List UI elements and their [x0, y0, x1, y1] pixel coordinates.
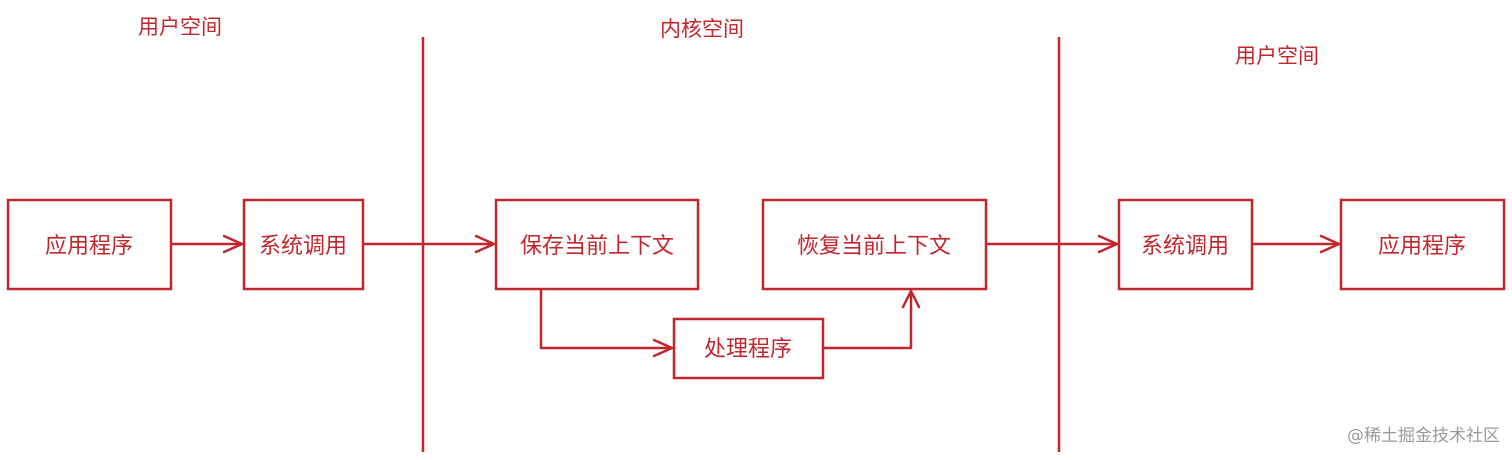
- node-syscall-right: 系统调用: [1117, 198, 1254, 291]
- node-label: 处理程序: [704, 337, 792, 362]
- node-app-right: 应用程序: [1339, 198, 1506, 291]
- arrowhead: [1319, 234, 1341, 254]
- connector-save-to-handler: [539, 290, 674, 358]
- connector-handler-to-restore: [823, 289, 921, 350]
- node-label: 系统调用: [1141, 234, 1229, 259]
- node-label: 保存当前上下文: [520, 234, 674, 259]
- node-restore-context: 恢复当前上下文: [761, 198, 988, 291]
- arrowhead: [901, 289, 921, 309]
- node-save-context: 保存当前上下文: [494, 198, 700, 291]
- arrowhead: [474, 234, 496, 254]
- arrowhead: [1097, 234, 1119, 254]
- arrowhead: [652, 338, 674, 358]
- connector-syscall-to-app: [1252, 234, 1341, 254]
- region-label-user-right: 用户空间: [1235, 44, 1319, 68]
- connector-syscall-to-save: [363, 234, 496, 254]
- node-syscall-left: 系统调用: [242, 198, 365, 291]
- node-app-left: 应用程序: [6, 198, 173, 291]
- arrowhead: [222, 234, 244, 254]
- connector-app-to-syscall: [171, 234, 244, 254]
- node-label: 应用程序: [1378, 234, 1466, 259]
- node-label: 系统调用: [259, 234, 347, 259]
- node-label: 应用程序: [45, 234, 133, 259]
- watermark-text: @稀土掘金技术社区: [1347, 426, 1500, 446]
- node-label: 恢复当前上下文: [797, 234, 951, 259]
- region-label-kernel: 内核空间: [660, 17, 744, 41]
- node-handler: 处理程序: [672, 317, 825, 380]
- connector-restore-to-syscall: [986, 234, 1119, 254]
- region-label-user-left: 用户空间: [138, 15, 222, 39]
